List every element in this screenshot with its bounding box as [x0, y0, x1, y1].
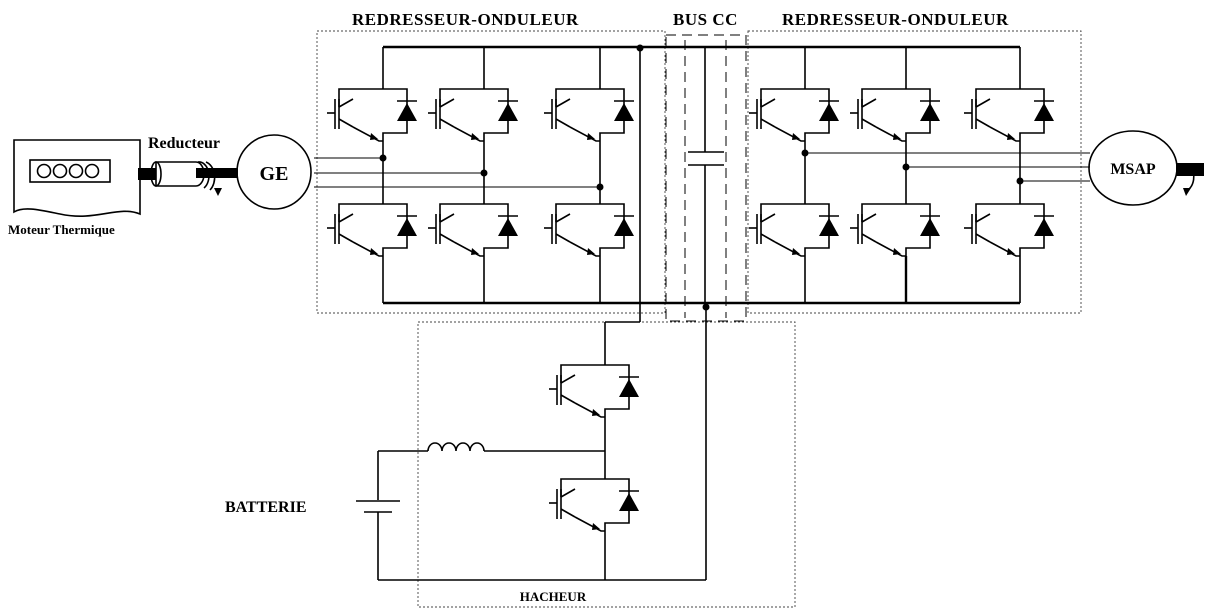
reducer: Reducteur: [138, 135, 238, 196]
rectifier-left-box: [316, 30, 666, 314]
battery-label: BATTERIE: [225, 499, 307, 516]
bus-title: BUS CC: [673, 10, 738, 29]
rectifier-right-box: [747, 30, 1082, 314]
reducer-label: Reducteur: [148, 135, 220, 152]
engine-label: Moteur Thermique: [8, 222, 115, 237]
chopper: BATTERIE HACHEUR: [225, 48, 707, 604]
left-leg-2: [427, 47, 519, 303]
left-converter: [314, 45, 705, 305]
chopper-label: HACHEUR: [520, 589, 587, 604]
motor-label: MSAP: [1110, 161, 1156, 178]
motor-msap: MSAP: [1088, 130, 1204, 206]
rectifier-right-title: REDRESSEUR-ONDULEUR: [782, 10, 1009, 29]
left-leg-3: [543, 47, 635, 303]
right-converter: [748, 47, 1090, 303]
rectifier-left-title: REDRESSEUR-ONDULEUR: [352, 10, 579, 29]
left-leg-1: [326, 47, 418, 303]
dc-bus: [636, 44, 1020, 311]
right-leg-2: [849, 47, 941, 303]
generator-label: GE: [260, 163, 289, 185]
bus-box: [665, 34, 747, 322]
generator: GE: [236, 134, 312, 210]
thermal-engine: Moteur Thermique: [8, 139, 141, 237]
right-leg-3: [963, 47, 1055, 303]
right-leg-1: [748, 47, 840, 303]
